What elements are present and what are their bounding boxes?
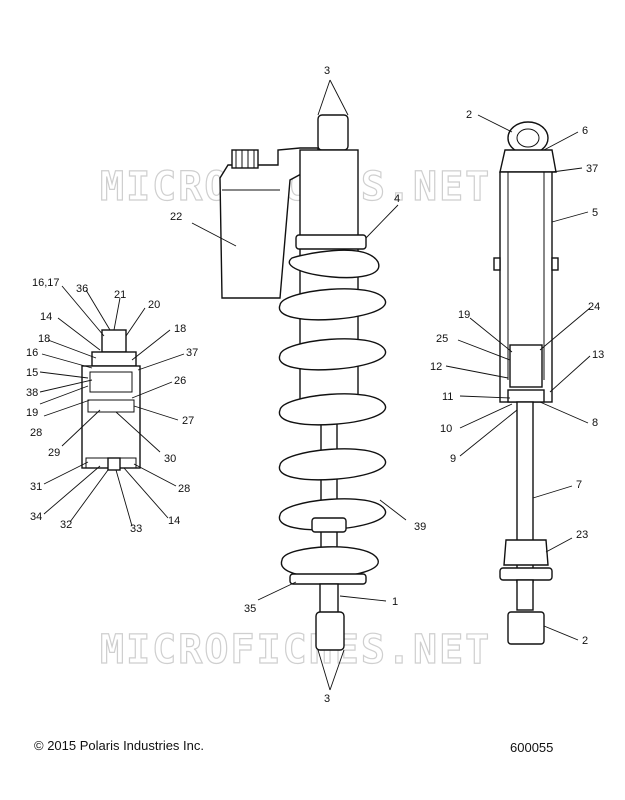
left-leaders: [39, 285, 185, 527]
left-reservoir-body: [81, 365, 141, 469]
bumper: [311, 517, 347, 533]
callout-r25: 25: [436, 333, 448, 345]
callout-l31: 31: [30, 481, 42, 493]
right-lower-eyelet: [507, 611, 545, 645]
callout-l30: 30: [164, 453, 176, 465]
callout-l37: 37: [186, 347, 198, 359]
callout-l16-17: 16,17: [32, 277, 60, 289]
right-seal-head: [507, 389, 545, 403]
figure-number: 600055: [510, 740, 554, 755]
center-leaders: [191, 79, 407, 691]
right-upper-clevis: [499, 149, 557, 173]
callout-22: 22: [170, 211, 182, 223]
watermark-bottom: MICROFICHES.NET: [100, 627, 491, 673]
callout-l36: 36: [76, 283, 88, 295]
callout-r13: 13: [592, 349, 604, 361]
callout-3-bottom: 3: [324, 693, 330, 705]
left-reservoir-detail: [81, 329, 141, 471]
callout-r12: 12: [430, 361, 442, 373]
callout-r6: 6: [582, 125, 588, 137]
callout-l28a: 28: [30, 427, 42, 439]
lower-eyelet: [315, 611, 345, 651]
callout-l19: 19: [26, 407, 38, 419]
callout-r7: 7: [576, 479, 582, 491]
callout-l21: 21: [114, 289, 126, 301]
spring-seat-top: [295, 234, 367, 250]
callout-4: 4: [394, 193, 400, 205]
callout-3-top: 3: [324, 65, 330, 77]
callout-l26: 26: [174, 375, 186, 387]
right-damper-assembly: [493, 121, 559, 645]
callout-l34: 34: [30, 511, 42, 523]
callout-r8: 8: [592, 417, 598, 429]
callout-l18a: 18: [174, 323, 186, 335]
right-bumper: [503, 539, 549, 566]
callout-r5: 5: [592, 207, 598, 219]
right-leaders: [445, 114, 591, 641]
callout-l38: 38: [26, 387, 38, 399]
callout-l33: 33: [130, 523, 142, 535]
coil-spring: [279, 249, 386, 578]
callout-39: 39: [414, 521, 426, 533]
right-piston: [509, 344, 543, 388]
left-valve-cap: [101, 329, 127, 353]
callout-l32: 32: [60, 519, 72, 531]
callout-r24: 24: [588, 301, 600, 313]
callout-r19: 19: [458, 309, 470, 321]
right-upper-eyelet: [507, 121, 549, 155]
callout-r9: 9: [450, 453, 456, 465]
callout-l29: 29: [48, 447, 60, 459]
callout-l15: 15: [26, 367, 38, 379]
center-shock-assembly: [219, 114, 386, 651]
callout-35: 35: [244, 603, 256, 615]
upper-eyelet: [317, 114, 349, 151]
callout-l28b: 28: [178, 483, 190, 495]
callout-l27: 27: [182, 415, 194, 427]
callout-l14b: 14: [168, 515, 180, 527]
spring-seat-bottom: [289, 573, 367, 585]
callout-r23: 23: [576, 529, 588, 541]
callout-r2-top: 2: [466, 109, 472, 121]
callout-r37: 37: [586, 163, 598, 175]
callout-l20: 20: [148, 299, 160, 311]
reservoir-cap: [231, 149, 259, 169]
callout-labels: 3 3 1 4 22 35 39 2 6 37 5 19 24 25 12 13…: [26, 65, 604, 705]
callout-r11: 11: [442, 391, 453, 403]
callout-l14a: 14: [40, 311, 52, 323]
callout-r10: 10: [440, 423, 452, 435]
callout-r2-bottom: 2: [582, 635, 588, 647]
callout-l18b: 18: [38, 333, 50, 345]
callout-l16: 16: [26, 347, 38, 359]
callout-1: 1: [392, 596, 398, 608]
copyright-text: © 2015 Polaris Industries Inc.: [34, 738, 204, 753]
